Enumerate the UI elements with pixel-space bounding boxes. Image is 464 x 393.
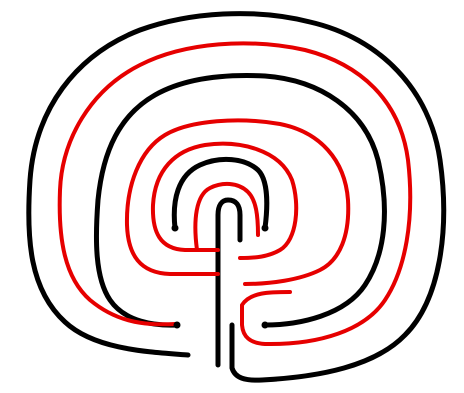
endpoint-dot-outer-left [174, 322, 181, 329]
endpoint-dot-outer-right [262, 322, 269, 329]
endpoint-dot-inner-left [172, 225, 179, 232]
endpoint-dot-inner-right [262, 225, 269, 232]
